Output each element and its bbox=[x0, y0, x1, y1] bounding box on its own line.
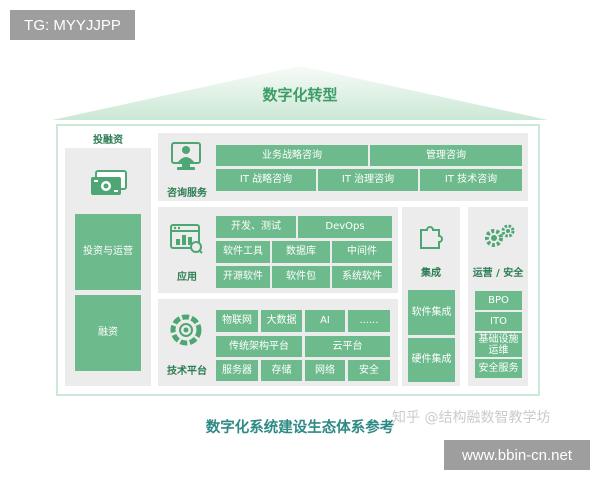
it-governance-consulting-cell: IT 治理咨询 bbox=[318, 169, 418, 191]
site-tag: www.bbin-cn.net bbox=[444, 440, 590, 470]
ai-cell: AI bbox=[305, 310, 345, 332]
management-consulting-cell: 管理咨询 bbox=[370, 145, 522, 166]
devops-cell: DevOps bbox=[298, 216, 392, 238]
software-package-cell: 软件包 bbox=[272, 266, 330, 288]
application-label: 应用 bbox=[177, 272, 197, 283]
it-strategy-consulting-cell: IT 战略咨询 bbox=[216, 169, 316, 191]
overlay-tag: TG: MYYJJPP bbox=[10, 10, 135, 40]
database-cell: 数据库 bbox=[272, 241, 330, 263]
house-frame bbox=[56, 124, 540, 396]
hardware-integration-box: 硬件集成 bbox=[408, 338, 455, 382]
software-tools-cell: 软件工具 bbox=[216, 241, 270, 263]
infrastructure-ops-box: 基础设施运维 bbox=[475, 333, 522, 357]
network-cell: 网络 bbox=[305, 360, 345, 381]
it-technology-consulting-cell: IT 技术咨询 bbox=[420, 169, 522, 191]
infrastructure-ops-text: 基础设施运维 bbox=[478, 333, 519, 357]
platform-dial-icon bbox=[169, 313, 203, 347]
operations-label: 运营 / 安全 bbox=[472, 268, 524, 279]
roof bbox=[52, 66, 548, 120]
system-software-cell: 系统软件 bbox=[332, 266, 392, 288]
security-service-box: 安全服务 bbox=[475, 359, 522, 378]
bpo-box: BPO bbox=[475, 291, 522, 310]
integration-label: 集成 bbox=[421, 268, 441, 279]
money-icon bbox=[88, 168, 128, 198]
consultant-icon bbox=[169, 140, 203, 174]
platform-label: 技术平台 bbox=[167, 366, 207, 377]
watermark: 知乎 @结构融数智教学坊 bbox=[392, 410, 551, 426]
open-source-cell: 开源软件 bbox=[216, 266, 270, 288]
cloud-platform-cell: 云平台 bbox=[305, 336, 390, 357]
puzzle-icon bbox=[417, 222, 445, 250]
ito-box: ITO bbox=[475, 312, 522, 331]
business-strategy-consulting-cell: 业务战略咨询 bbox=[216, 145, 368, 166]
diagram-caption: 数字化系统建设生态体系参考 bbox=[205, 420, 395, 436]
application-window-icon bbox=[169, 222, 203, 254]
dev-test-cell: 开发、测试 bbox=[216, 216, 296, 238]
middleware-cell: 中间件 bbox=[332, 241, 392, 263]
investment-heading: 投融资 bbox=[93, 135, 123, 146]
security-cell: 安全 bbox=[348, 360, 390, 381]
server-cell: 服务器 bbox=[216, 360, 258, 381]
iot-cell: 物联网 bbox=[216, 310, 258, 332]
gears-icon bbox=[482, 222, 516, 250]
diagram-title: 数字化转型 bbox=[262, 86, 338, 104]
more-cell: ...... bbox=[348, 310, 390, 332]
investment-operation-box: 投资与运营 bbox=[75, 214, 141, 290]
big-data-cell: 大数据 bbox=[261, 310, 302, 332]
software-integration-box: 软件集成 bbox=[408, 290, 455, 335]
financing-box: 融资 bbox=[75, 295, 141, 371]
consulting-label: 咨询服务 bbox=[167, 188, 207, 199]
storage-cell: 存储 bbox=[261, 360, 302, 381]
legacy-architecture-cell: 传统架构平台 bbox=[216, 336, 302, 357]
